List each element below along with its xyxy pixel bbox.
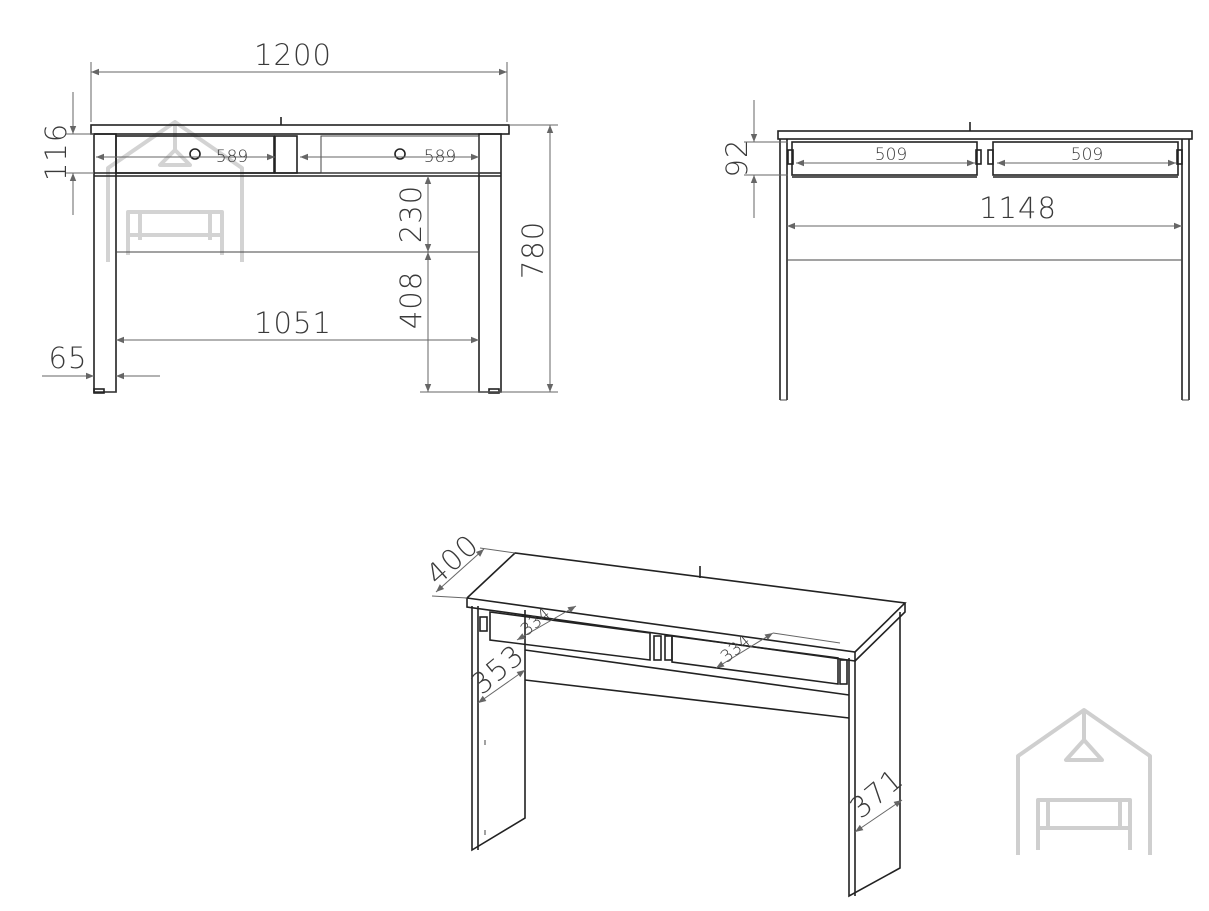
back-drawer-left (791, 141, 978, 176)
watermark-logo-icon (106, 120, 244, 262)
dim-drawer-left-label: 589 (216, 147, 248, 167)
dim-width-label: 1200 (254, 38, 332, 72)
back-view: 92 509 509 1148 (720, 100, 1193, 401)
desk-top (90, 124, 510, 135)
dim-total-height-label: 780 (516, 221, 550, 279)
iso-drawer-right (671, 635, 839, 685)
front-view: 1200 116 589 589 230 408 780 1051 65 (39, 38, 558, 394)
dim-iso-side-depth-label: 353 (464, 638, 531, 702)
back-desk-top (777, 130, 1193, 140)
dim-back-inner-width-label: 1148 (979, 191, 1057, 225)
dim-back-drawer-right-label: 509 (1071, 145, 1103, 165)
dim-rail-height-label: 408 (394, 271, 428, 329)
dim-top-height-label: 116 (39, 123, 73, 181)
dim-drawer-depth-label: 230 (394, 185, 428, 243)
house-sofa-logo-icon (1016, 708, 1152, 855)
dim-back-drawer-height-label: 92 (720, 139, 754, 178)
dim-iso-depth-label: 400 (419, 527, 485, 591)
iso-left-panel (471, 606, 526, 852)
drawer-left (115, 135, 275, 174)
iso-view: 400 334 334 353 371 (419, 527, 910, 898)
dim-drawer-right-label: 589 (424, 147, 456, 167)
iso-drawer-left (489, 611, 651, 661)
dim-back-drawer-left-label: 509 (875, 145, 907, 165)
dim-leg-width-label: 65 (49, 341, 88, 375)
dim-inner-width-label: 1051 (254, 306, 332, 340)
iso-right-panel (848, 612, 901, 898)
